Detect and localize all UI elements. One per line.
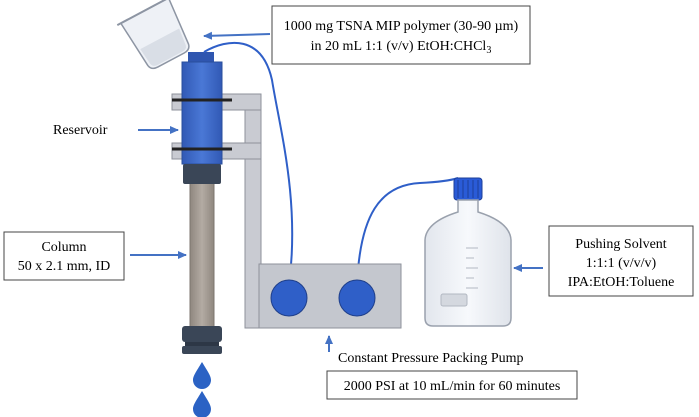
polymer-arrow — [203, 31, 271, 40]
pump-label: Constant Pressure Packing Pump — [338, 351, 524, 366]
solvent-label-line3: IPA:EtOH:Toluene — [568, 275, 675, 290]
beaker-icon — [116, 0, 190, 70]
bottle-to-pump-tubing — [356, 177, 459, 286]
polymer-label-line1: 1000 mg TSNA MIP polymer (30-90 µm) — [284, 19, 519, 34]
solvent-label-line1: Pushing Solvent — [575, 237, 667, 252]
solvent-label-line2: 1:1:1 (v/v/v) — [586, 256, 657, 271]
column-label-box: Column 50 x 2.1 mm, ID — [3, 231, 125, 281]
solvent-bottle-icon — [424, 177, 512, 327]
polymer-label-line2: in 20 mL 1:1 (v/v) EtOH:CHCl3 — [311, 39, 492, 56]
pump-conditions-label: 2000 PSI at 10 mL/min for 60 minutes — [344, 379, 561, 394]
polymer-label-box: 1000 mg TSNA MIP polymer (30-90 µm) in 2… — [271, 5, 531, 65]
pump-conditions-box: 2000 PSI at 10 mL/min for 60 minutes — [326, 370, 578, 400]
packing-pump — [258, 263, 402, 329]
column — [182, 181, 222, 354]
pump-to-column-tubing — [203, 41, 294, 286]
droplet-icon — [193, 362, 211, 389]
solvent-label-box: Pushing Solvent 1:1:1 (v/v/v) IPA:EtOH:T… — [548, 225, 694, 297]
column-label-line1: Column — [41, 240, 86, 255]
reservoir-label: Reservoir — [53, 123, 108, 138]
droplet-icon — [193, 391, 211, 417]
column-label-line2: 50 x 2.1 mm, ID — [18, 259, 111, 274]
reservoir — [172, 52, 232, 184]
